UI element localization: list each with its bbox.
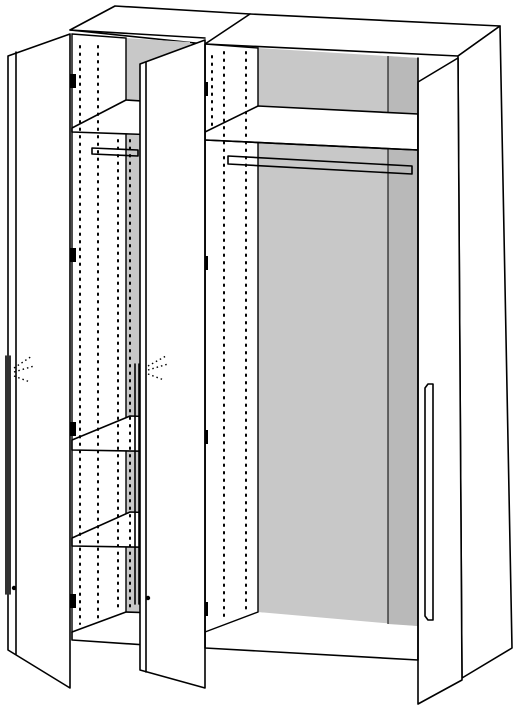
hinge-icon [66, 594, 76, 608]
door-handle [134, 363, 140, 605]
back-panel-shade [388, 56, 418, 626]
wardrobe-carcass [69, 5, 513, 679]
door-right [417, 57, 463, 705]
hinge-icon [66, 74, 76, 88]
left-rail [91, 147, 139, 157]
hinge-icon [66, 422, 76, 436]
right-compartment [204, 43, 419, 634]
clothes-rail [227, 155, 413, 175]
hinge-icon [66, 248, 76, 262]
door-left [5, 33, 71, 689]
door-handle [5, 355, 11, 595]
back-panel [258, 48, 418, 626]
door-handle [424, 383, 434, 621]
door-middle [134, 39, 206, 689]
